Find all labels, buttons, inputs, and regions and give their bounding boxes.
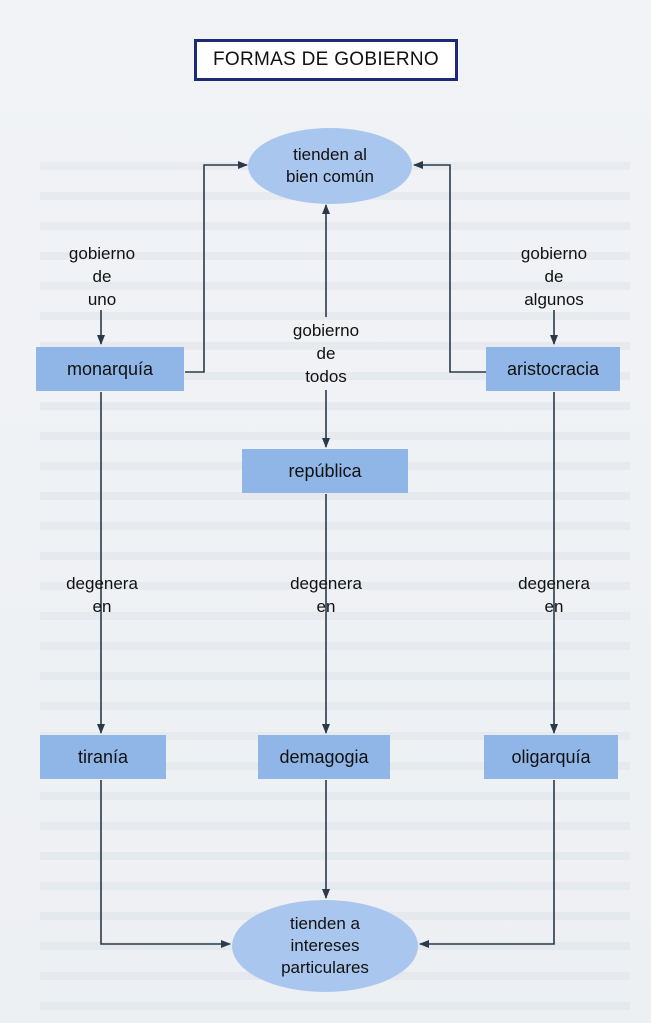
node-demagogia-label: demagogia [279,746,369,767]
node-tirania-label: tiranía [77,746,129,767]
node-republica: república [242,449,408,493]
label-gobierno-de-todos-line-1: gobierno [292,321,360,340]
node-monarquia-label: monarquía [66,358,154,379]
label-degenera-center-line-1: degenera [290,574,362,593]
arrow-tirania-to-intereses [100,780,231,948]
node-oligarquia: oligarquía [484,735,618,779]
node-tirania: tiranía [40,735,166,779]
label-degenera-en-left: degenera en [50,572,154,618]
label-gobierno-de-algunos-line-3: algunos [524,290,584,309]
arrow-aristocracia-to-bien-comun [413,161,486,373]
label-gobierno-de-uno-line-3: uno [87,290,117,309]
label-gobierno-de-uno-line-1: gobierno [68,244,136,263]
diagram-title-text: FORMAS DE GOBIERNO [212,49,440,70]
node-aristocracia-label: aristocracia [506,358,600,379]
diagram-title: FORMAS DE GOBIERNO [194,39,458,81]
label-degenera-right-line-2: en [544,597,564,616]
label-gobierno-de-uno: gobierno de uno [50,242,154,311]
label-gobierno-de-todos-line-3: todos [305,367,347,386]
label-degenera-left-line-2: en [92,597,112,616]
label-degenera-right-line-1: degenera [518,574,590,593]
node-intereses-line-3: particulares [281,958,369,977]
arrow-oligarquia-to-intereses [419,780,555,948]
node-intereses-particulares: tienden a intereses particulares [232,900,418,992]
label-degenera-en-center: degenera en [272,572,380,618]
node-bien-comun-line-2: bien común [286,167,374,186]
node-intereses-line-2: intereses [290,936,360,955]
node-aristocracia: aristocracia [486,347,620,391]
node-monarquia: monarquía [36,347,184,391]
label-gobierno-de-algunos-line-1: gobierno [520,244,588,263]
node-intereses-line-1: tienden a [290,914,360,933]
node-bien-comun-line-1: tienden al [293,145,367,164]
label-gobierno-de-todos: gobierno de todos [272,319,380,388]
label-degenera-left-line-1: degenera [66,574,138,593]
node-bien-comun: tienden al bien común [248,128,412,204]
label-gobierno-de-uno-line-2: de [92,267,112,286]
background-texture [40,140,630,1010]
node-demagogia: demagogia [258,735,390,779]
label-gobierno-de-todos-line-2: de [316,344,336,363]
label-degenera-center-line-2: en [316,597,336,616]
label-gobierno-de-algunos: gobierno de algunos [500,242,608,311]
node-republica-label: república [288,460,362,481]
node-oligarquia-label: oligarquía [511,746,591,767]
label-degenera-en-right: degenera en [500,572,608,618]
arrow-monarquia-to-bien-comun [185,161,248,373]
label-gobierno-de-algunos-line-2: de [544,267,564,286]
